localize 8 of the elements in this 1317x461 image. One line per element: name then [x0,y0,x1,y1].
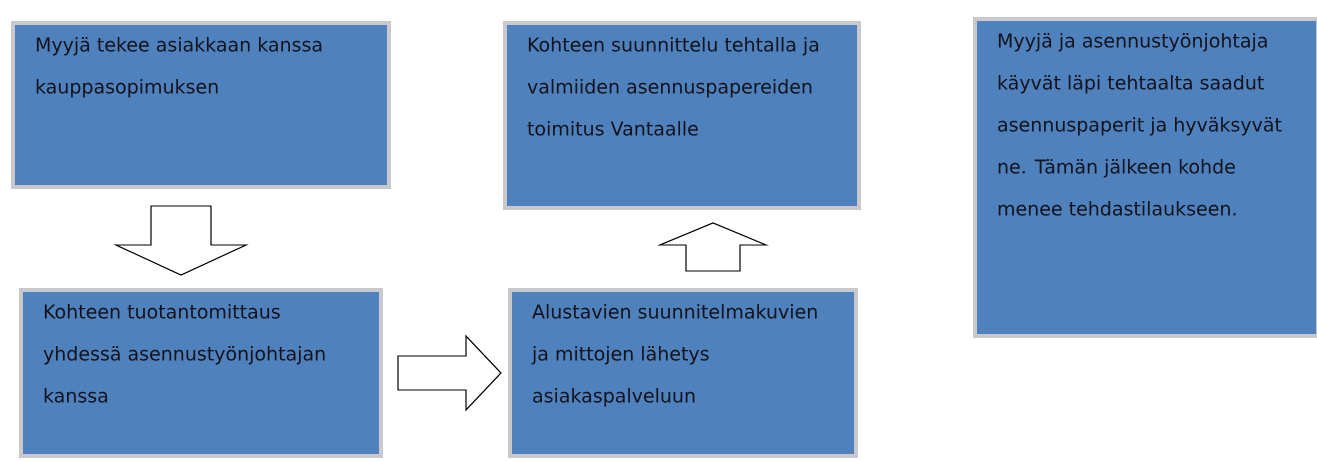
block-arrow [657,222,770,272]
process-box: Myyjä ja asennustyönjohtaja käyvät läpi tehtaalta saadut asennuspaperit ja hyväksyvät ne. Tämän jälkeen kohde menee tehdastilaukseen. [973,17,1317,338]
process-box: Kohteen tuotantomittaus yhdessä asennustyönjohtajan kanssa [19,288,383,458]
process-box: Myyjä tekee asiakkaan kanssa kauppasopimuksen [11,21,391,189]
process-box: Kohteen suunnittelu tehtalla ja valmiiden asennuspapereiden toimitus Vantaalle [503,21,861,210]
block-arrow [113,205,249,276]
process-box: Alustavien suunnitelmakuvien ja mittojen lähetys asiakaspalveluun [508,288,858,458]
block-arrow [397,334,502,412]
